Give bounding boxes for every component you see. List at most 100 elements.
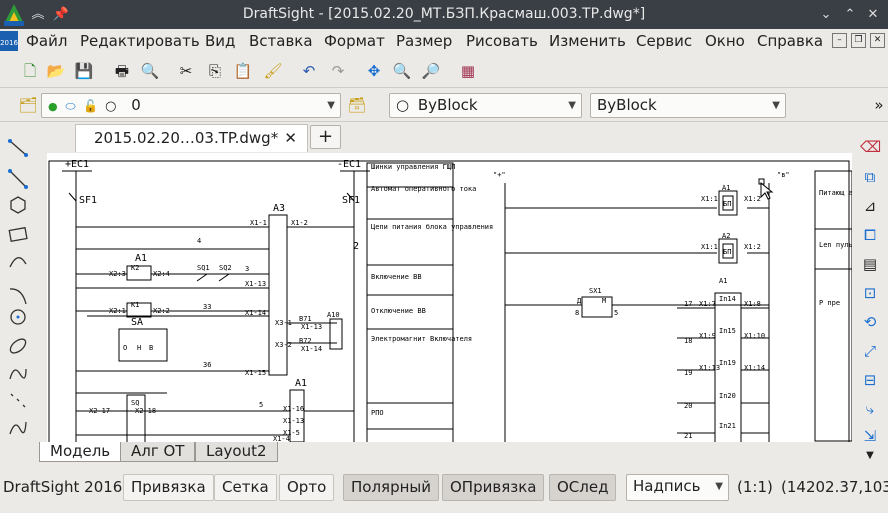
offset-icon[interactable]: ⧠ <box>863 226 876 244</box>
drawing-label: 8 <box>575 309 579 317</box>
drawing-label: SA <box>131 317 143 328</box>
collapse-icon[interactable]: ︽ <box>31 7 45 22</box>
menu-view[interactable]: Вид <box>205 32 236 50</box>
menu-file[interactable]: Файл <box>26 32 68 50</box>
match-properties-icon[interactable]: 🖌 <box>263 62 283 80</box>
drawing-label: X2:4 <box>153 270 170 278</box>
status-bar: DraftSight 2016 Привязка Сетка Орто Поля… <box>0 470 888 513</box>
close-icon[interactable]: ✕ <box>867 7 879 22</box>
color-dropdown[interactable]: ○ ByBlock ▼ <box>389 93 582 118</box>
pan-icon[interactable]: ✥ <box>367 62 381 80</box>
menu-modify[interactable]: Изменить <box>549 32 626 50</box>
table-cell: Автомат оперативного тока <box>371 185 476 193</box>
print-icon[interactable]: 🖶 <box>114 62 130 80</box>
chevron-down-icon: ▼ <box>715 481 723 492</box>
properties-icon[interactable]: ▦ <box>460 62 476 80</box>
chevron-down-icon: ▼ <box>772 100 780 111</box>
doc-minimize-icon[interactable]: – <box>832 33 847 48</box>
esnap-toggle[interactable]: ОПривязка <box>442 474 545 501</box>
new-tab-button[interactable]: + <box>310 125 341 149</box>
menu-dimension[interactable]: Размер <box>396 32 453 50</box>
document-tab-label: 2015.02.20…03.TP.dwg* <box>94 129 279 147</box>
polyline-tool-icon <box>9 170 27 188</box>
tab-layout2[interactable]: Layout2 <box>195 442 278 462</box>
close-tab-icon[interactable]: ✕ <box>284 129 297 147</box>
menu-window[interactable]: Окно <box>705 32 745 50</box>
move-icon[interactable]: ⊡ <box>863 284 877 302</box>
menu-format[interactable]: Формат <box>324 32 385 50</box>
document-area: 2015.02.20…03.TP.dwg* ✕ + <box>37 124 852 462</box>
mirror-icon[interactable]: ⊿ <box>863 197 877 215</box>
zoom-icon[interactable]: 🔍 <box>392 62 412 80</box>
more-tools-icon[interactable]: » <box>874 96 884 114</box>
drawing-label: In21 <box>719 422 736 430</box>
layer-dropdown[interactable]: ● ⬭ 🔓 ○ 0 ▼ <box>41 93 341 118</box>
layer-on-icon: ● <box>48 100 58 113</box>
layer-previous-icon[interactable]: 🗃 <box>347 96 367 114</box>
menu-edit[interactable]: Редактировать <box>80 32 200 50</box>
zoom-previous-icon[interactable]: 🔎 <box>421 62 441 80</box>
save-icon[interactable]: 💾 <box>74 62 94 80</box>
cut-icon[interactable]: ✂ <box>179 62 193 80</box>
copy-icon[interactable]: ⎘ <box>208 62 221 80</box>
drawing-label: K2 <box>131 264 139 272</box>
document-tab[interactable]: 2015.02.20…03.TP.dwg* ✕ <box>75 124 308 152</box>
print-preview-icon[interactable]: 🔍 <box>140 62 160 80</box>
table-cell: Шинки управления ГЩП <box>371 163 455 171</box>
maximize-icon[interactable]: ⌃ <box>844 7 856 22</box>
redo-icon[interactable]: ↷ <box>331 62 345 80</box>
drawing-label: 2 <box>353 241 359 252</box>
minimize-icon[interactable]: ⌄ <box>820 7 832 22</box>
drawing-label: Len пульт <box>819 241 852 249</box>
menu-help[interactable]: Справка <box>757 32 824 50</box>
menu-insert[interactable]: Вставка <box>249 32 313 50</box>
menu-draw[interactable]: Рисовать <box>466 32 538 50</box>
drawing-label: X2:1 <box>109 307 126 315</box>
new-file-icon[interactable]: 🗋 <box>23 62 37 80</box>
pin-icon[interactable]: 📌 <box>52 7 70 22</box>
scale-readout[interactable]: (1:1) <box>737 478 773 496</box>
drawing-label: X2:2 <box>153 307 170 315</box>
menu-tools[interactable]: Сервис <box>636 32 693 50</box>
drawing-label: М <box>602 297 606 305</box>
open-folder-icon[interactable]: 📂 <box>46 62 66 80</box>
annotation-dropdown[interactable]: Надпись ▼ <box>626 474 729 501</box>
etrack-toggle[interactable]: ОСлед <box>549 474 617 501</box>
tab-alg-ot[interactable]: Алг ОТ <box>120 442 196 462</box>
table-cell: Включение ВВ <box>371 273 422 281</box>
stretch-icon[interactable]: ⊟ <box>863 371 877 389</box>
doc-close-icon[interactable]: ✕ <box>870 33 885 48</box>
scale-icon[interactable]: ⤢ <box>863 342 876 360</box>
linestyle-dropdown[interactable]: ByBlock ▼ <box>590 93 786 118</box>
mouse-cursor-icon <box>760 181 774 200</box>
snap-toggle[interactable]: Привязка <box>123 474 214 501</box>
drawing-label: -EC1 <box>337 159 361 170</box>
app-name: DraftSight 2016 <box>3 478 123 496</box>
extend-icon[interactable]: ⇲ <box>863 427 877 445</box>
erase-icon[interactable]: ⌫ <box>860 138 882 156</box>
doc-restore-icon[interactable]: ❐ <box>851 33 866 48</box>
drawing-label: Д <box>577 297 582 305</box>
trim-icon[interactable]: ⤷ <box>865 400 875 418</box>
window-title: DraftSight - [2015.02.20_МТ.БЗП.Красмаш.… <box>242 6 646 22</box>
ortho-toggle[interactable]: Орто <box>279 474 335 501</box>
scroll-down-icon[interactable]: ▼ <box>866 450 874 461</box>
drawing-label: In19 <box>719 359 736 367</box>
tab-model[interactable]: Модель <box>39 442 122 462</box>
copy-entities-icon[interactable]: ⧉ <box>864 168 876 186</box>
drawing-label: X1-13 <box>283 417 304 425</box>
undo-icon[interactable]: ↶ <box>302 62 316 80</box>
grid-toggle[interactable]: Сетка <box>214 474 277 501</box>
drawing-label: SF1 <box>342 195 360 206</box>
layer-manager-icon[interactable]: 🗂 <box>18 96 38 114</box>
paste-icon[interactable]: 📋 <box>233 62 253 80</box>
rotate-icon[interactable]: ⟲ <box>863 313 877 331</box>
polar-toggle[interactable]: Полярный <box>343 474 439 501</box>
drawing-label: SQ1 <box>197 264 210 272</box>
drawing-label: A1 <box>722 184 730 192</box>
layer-color-icon: ○ <box>105 99 117 114</box>
doc-icon[interactable]: 2016 <box>0 31 18 51</box>
draw-toolbar <box>0 124 36 442</box>
pattern-icon[interactable]: ▤ <box>862 255 878 273</box>
